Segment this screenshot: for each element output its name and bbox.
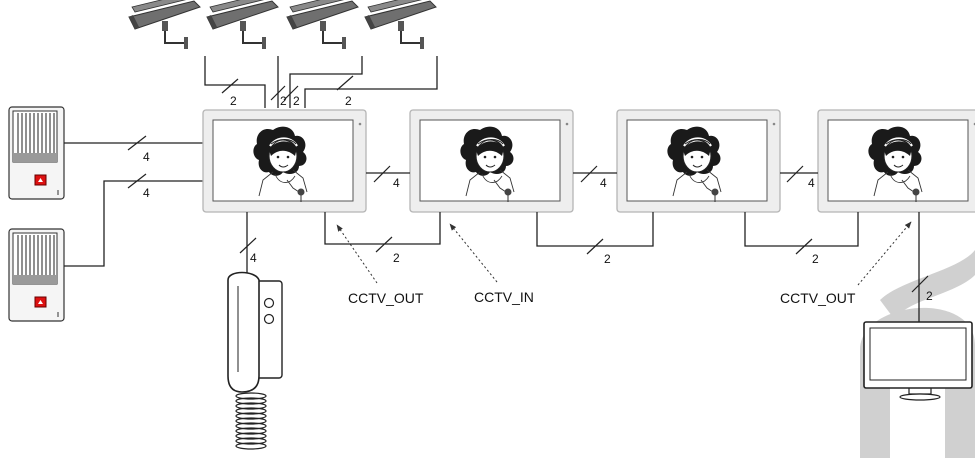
cctv-loop-3-wire-count: 2 bbox=[812, 252, 819, 266]
camera-4-wire-count: 2 bbox=[345, 94, 352, 108]
audio-handset bbox=[227, 271, 283, 450]
camera-wiring bbox=[204, 56, 438, 108]
cctv-loop-wiring bbox=[324, 212, 859, 255]
indoor-monitor-2 bbox=[410, 110, 573, 212]
cctv-loop-2-wire-count: 2 bbox=[604, 252, 611, 266]
cctv-camera-4 bbox=[364, 0, 442, 50]
camera-3-wire-count: 2 bbox=[293, 94, 300, 108]
tv-monitor bbox=[863, 321, 973, 401]
indoor-monitor-3 bbox=[617, 110, 780, 212]
monitor-2-3-wire-count: 4 bbox=[600, 176, 607, 190]
door-station-wiring bbox=[64, 135, 203, 267]
handset-wire-count: 4 bbox=[250, 251, 257, 265]
label-pointers bbox=[336, 221, 912, 286]
cctv-camera-2 bbox=[206, 0, 284, 50]
door-station-2 bbox=[8, 228, 65, 322]
cctv-in-label: CCTV_IN bbox=[474, 289, 534, 305]
door-station-1-wire-count: 4 bbox=[143, 150, 150, 164]
monitor-3-4-wire-count: 4 bbox=[808, 176, 815, 190]
cctv-camera-3 bbox=[286, 0, 364, 50]
monitor-1-2-wire-count: 4 bbox=[393, 176, 400, 190]
tv-wiring bbox=[911, 212, 929, 322]
door-station-1 bbox=[8, 106, 65, 200]
door-station-2-wire-count: 4 bbox=[143, 186, 150, 200]
handset-wiring bbox=[239, 212, 257, 280]
cctv-out-label-2: CCTV_OUT bbox=[780, 290, 856, 306]
cctv-loop-1-wire-count: 2 bbox=[393, 251, 400, 265]
indoor-monitor-1 bbox=[203, 110, 366, 212]
indoor-monitor-4 bbox=[818, 110, 975, 212]
tv-wire-count: 2 bbox=[926, 289, 933, 303]
cctv-out-label-1: CCTV_OUT bbox=[348, 290, 424, 306]
camera-2-wire-count: 2 bbox=[280, 94, 287, 108]
camera-1-wire-count: 2 bbox=[230, 94, 237, 108]
monitor-bus-wiring bbox=[366, 165, 818, 183]
cctv-camera-1 bbox=[128, 0, 206, 50]
